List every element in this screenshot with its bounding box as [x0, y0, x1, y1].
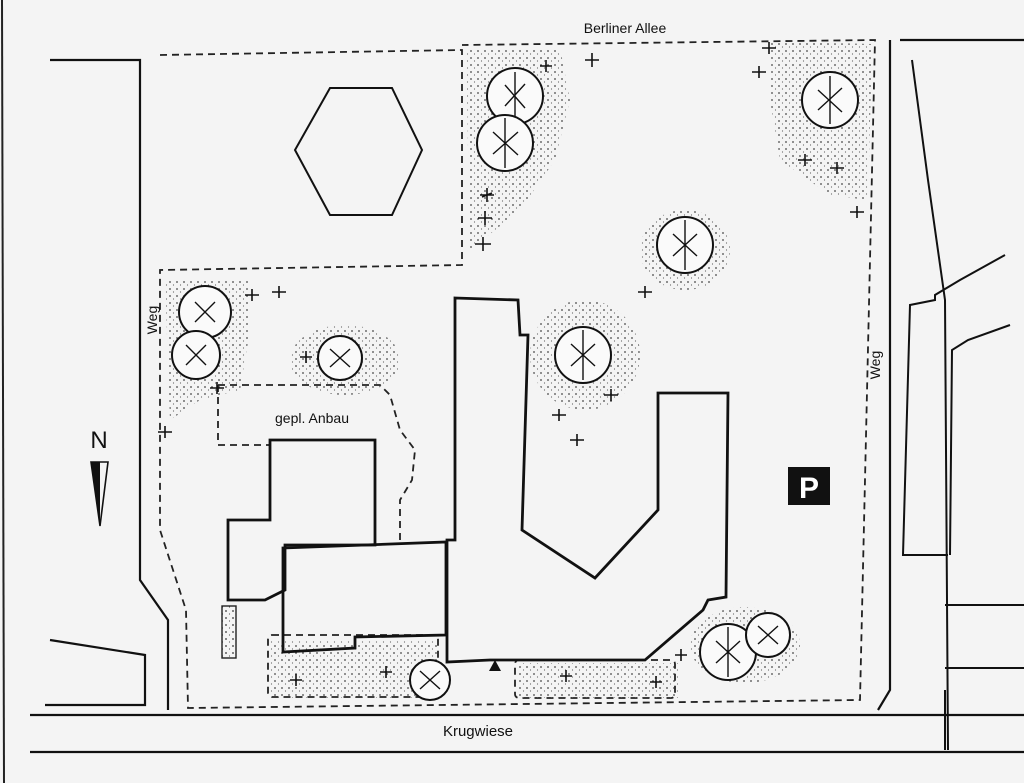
tree-icon — [409, 659, 451, 701]
shrub-icon — [638, 286, 652, 298]
tree-icon — [317, 335, 363, 381]
buildings — [226, 296, 730, 664]
neighbour-buildings-east — [901, 59, 1024, 751]
tree-icon — [476, 114, 534, 172]
east-parcel-line — [911, 59, 949, 751]
shrub-icon — [650, 676, 662, 688]
shrub-icon — [752, 66, 766, 78]
shrub-icon — [604, 389, 618, 401]
shrub-icon — [272, 286, 286, 298]
main-building — [445, 296, 730, 664]
north-arrow: N — [90, 427, 109, 527]
small-hedge — [221, 605, 237, 659]
street-label-north: Berliner Allee — [584, 20, 667, 36]
shrub-icon — [585, 53, 599, 67]
tree-icon — [178, 285, 232, 339]
shrub-icon — [158, 426, 172, 438]
shrub-icon — [540, 60, 552, 72]
shrub-icon — [830, 162, 844, 174]
sw-building-fragment — [45, 638, 147, 707]
building-west — [226, 438, 377, 602]
sheet-edge — [1, 0, 5, 783]
shrub-icon — [560, 670, 572, 682]
street-label-south: Krugwiese — [443, 723, 513, 740]
shrub-icon — [570, 434, 584, 446]
parking-sign-label: P — [799, 472, 819, 505]
shrub-icon — [762, 42, 776, 54]
shrub-icon — [290, 674, 302, 686]
shrub-icon — [850, 206, 864, 218]
shrub-icon — [380, 666, 392, 678]
trees — [171, 67, 859, 701]
shrub-icon — [245, 289, 259, 301]
shrubs — [158, 42, 864, 688]
shrub-icon — [475, 237, 491, 251]
shrub-icon — [300, 351, 312, 363]
tree-icon — [486, 67, 544, 125]
shrub-icon — [210, 382, 224, 394]
shrub-icon — [480, 188, 494, 202]
entrance-triangle-icon — [489, 660, 501, 671]
shrub-icon — [675, 649, 687, 661]
tree-icon — [554, 326, 612, 384]
north-arrow-fill — [91, 462, 100, 526]
west-road-edge — [50, 58, 170, 710]
hexagon-pavilion — [293, 87, 424, 216]
path-label-east: Weg — [867, 351, 883, 380]
shrub-icon — [552, 409, 566, 421]
tree-icon — [801, 71, 859, 129]
east-road-west-edge — [877, 40, 892, 711]
north-arrow-label: N — [90, 427, 107, 454]
tree-icon — [656, 216, 714, 274]
shrub-icon — [798, 154, 812, 166]
parking-sign-background — [788, 467, 830, 505]
annex-label: gepl. Anbau — [275, 410, 349, 426]
path-label-west: Weg — [144, 306, 160, 335]
shrub-icon — [478, 211, 492, 225]
tree-icon — [171, 330, 221, 380]
parking-sign: P — [788, 467, 830, 505]
tree-icon — [745, 612, 791, 658]
